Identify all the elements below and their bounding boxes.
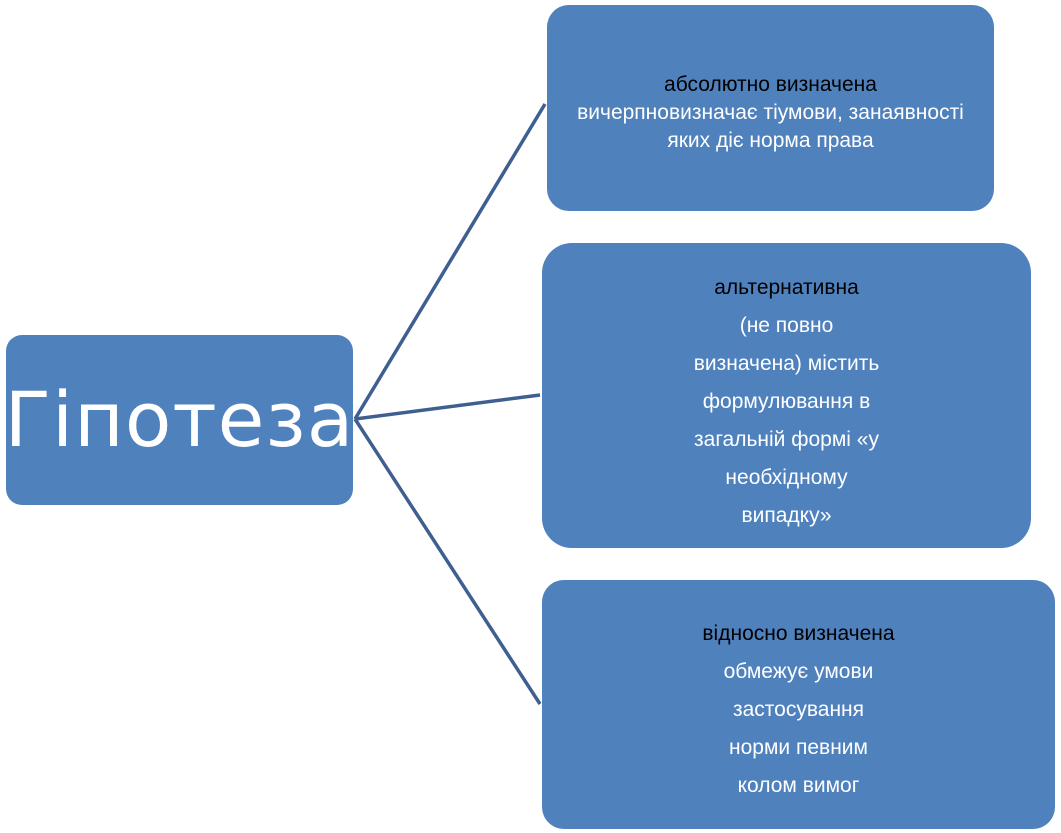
branch-description: обмежує умови застосування норми певним … [723,660,874,797]
root-node: Гіпотеза [4,335,355,505]
branch-description: вичерпновизначає тіумови, занаявності як… [577,101,964,152]
branch-title: відносно визначена [702,622,895,645]
root-label: Гіпотеза [4,375,355,464]
connector-to-absolute [353,103,547,420]
branch-node-absolute: абсолютно визначена вичерпновизначає тіу… [547,5,994,211]
connector-to-alternative [354,393,541,421]
branch-title: альтернативна [714,276,859,299]
branch-description: (не повно визначена) містить формулюванн… [693,314,880,527]
branch-node-alternative: альтернативна (не повно визначена) місти… [542,243,1031,548]
branch-title: абсолютно визначена [664,73,877,96]
connector-to-relative [353,418,542,705]
branch-node-relative: відносно визначена обмежує умови застосу… [542,580,1055,829]
